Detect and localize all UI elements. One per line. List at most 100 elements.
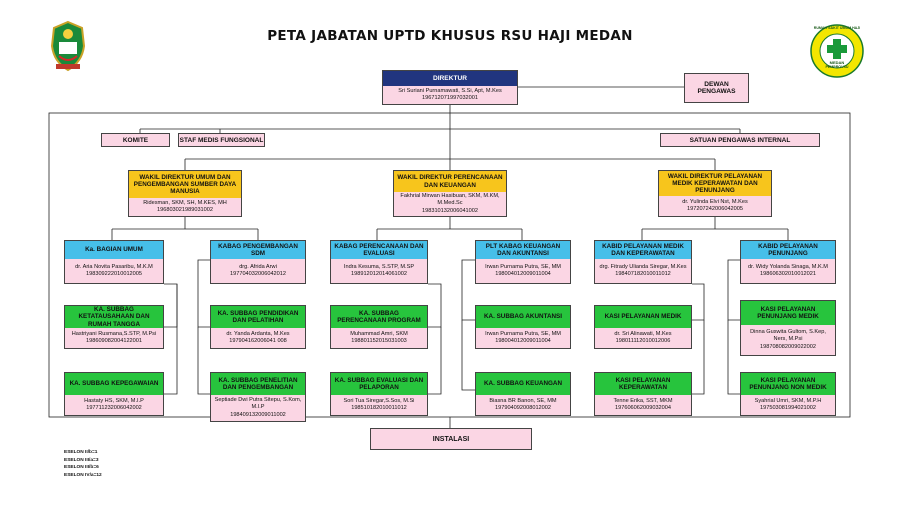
subbag-keuangan-nip: 197904092008012002	[495, 405, 551, 411]
subbag-evaluasi-title: KA. SUBBAG EVALUASI DAN PELAPORAN	[331, 373, 427, 395]
kabag-umum-title: Ka. BAGIAN UMUM	[65, 241, 163, 259]
direktur-nip: 196712071997032001	[422, 95, 478, 101]
wakil-pelayanan-title: WAKIL DIREKTUR PELAYANAN MEDIK KEPERAWAT…	[659, 171, 771, 196]
subbag-perencanaan-name: Muhammad Amri, SKM	[350, 330, 408, 337]
kasi-non-medik-box: KASI PELAYANAN PENUNJANG NON MEDIK Syahr…	[740, 372, 836, 416]
kabag-sdm-nip: 197704032006042012	[230, 271, 286, 277]
subbag-penelitian-details: Septiade Dwi Putra Sitepu, S.Kom, M.I.P …	[211, 395, 305, 421]
wakil-direktur-umum-box: WAKIL DIREKTUR UMUM DAN PENGEMBANGAN SUM…	[128, 170, 242, 217]
kasi-non-medik-nip: 197503081994021002	[760, 405, 816, 411]
kabid-medik-details: drg. Fitrady Ulianda Siregar, M.Kes 1984…	[595, 259, 691, 283]
dewan-pengawas-box: DEWAN PENGAWAS	[684, 73, 749, 103]
subbag-keuangan-box: KA. SUBBAG KEUANGAN Biasna BR Banon, SE,…	[475, 372, 571, 416]
kabag-sdm-name: drg. Afrida Arwi	[239, 263, 277, 270]
organization-frame	[48, 112, 851, 418]
kasi-medik-name: dr. Sri Alinawati, M.Kes	[614, 330, 672, 337]
subbag-perencanaan-box: KA. SUBBAG PERENCANAAN PROGRAM Muhammad …	[330, 305, 428, 349]
province-emblem-logo	[48, 20, 88, 72]
subbag-pendidikan-nip: 197904162006041 008	[229, 338, 287, 344]
direktur-details: Sri Suriani Purnamawati, S.Si, Apt, M.Ke…	[383, 86, 517, 104]
kabid-penunjang-title: KABID PELAYANAN PENUNJANG	[741, 241, 835, 259]
dewan-pengawas-title: DEWAN PENGAWAS	[697, 81, 736, 95]
subbag-perencanaan-title: KA. SUBBAG PERENCANAAN PROGRAM	[331, 306, 427, 328]
subbag-keuangan-details: Biasna BR Banon, SE, MM 1979040920080120…	[476, 395, 570, 415]
kasi-keperawatan-details: Tenne Erika, SST, MKM 197606062009032004	[595, 395, 691, 415]
kasi-medik-nip: 198011112010012006	[615, 338, 671, 344]
kabag-keuangan-details: Irwan Purnama Putra, SE, MM 198004012009…	[476, 259, 570, 283]
subbag-penelitian-nip: 198409132009011002	[230, 411, 286, 418]
satuan-pengawas-box: SATUAN PENGAWAS INTERNAL	[660, 133, 820, 147]
subbag-ketatausahaan-name: Hastriyani Rusmana,S.STP, M.Psi	[71, 330, 157, 337]
direktur-box: DIREKTUR Sri Suriani Purnamawati, S.Si, …	[382, 70, 518, 105]
kasi-pelayanan-medik-box: KASI PELAYANAN MEDIK dr. Sri Alinawati, …	[594, 305, 692, 349]
subbag-evaluasi-box: KA. SUBBAG EVALUASI DAN PELAPORAN Sori T…	[330, 372, 428, 416]
subbag-pendidikan-box: KA. SUBBAG PENDIDIKAN DAN PELATIHAN dr. …	[210, 305, 306, 349]
hospital-logo-subtitle: PEMPROVSU	[825, 65, 849, 69]
wakil-direktur-perencanaan-box: WAKIL DIREKTUR PERENCANAAN DAN KEUANGAN …	[393, 170, 507, 217]
subbag-kepegawaian-details: Hastaty HS, SKM, M.I.P 19771123200604200…	[65, 395, 163, 415]
kabag-sdm-details: drg. Afrida Arwi 197704032006042012	[211, 259, 305, 283]
kasi-medik-details: dr. Sri Alinawati, M.Kes 198011112010012…	[595, 328, 691, 348]
eselon-legend: ESELON II/b=1 ESELON III/a=3 ESELON III/…	[64, 449, 102, 479]
kasi-penunjang-medik-title: KASI PELAYANAN PENUNJANG MEDIK	[741, 301, 835, 325]
kabag-perencanaan-name: Indra Kesuma, S.STP, M.SP	[343, 263, 415, 270]
kabag-umum-name: dr. Aria Novita Pasaribu, M.K.M	[75, 263, 153, 270]
subbag-keuangan-title: KA. SUBBAG KEUANGAN	[476, 373, 570, 395]
instalasi-box: INSTALASI	[370, 428, 532, 450]
subbag-pendidikan-title: KA. SUBBAG PENDIDIKAN DAN PELATIHAN	[211, 306, 305, 328]
instalasi-label: INSTALASI	[432, 435, 470, 443]
wakil-umum-nip: 196803021989031002	[157, 207, 213, 213]
wakil-perencanaan-nip: 198310132006041002	[422, 207, 478, 214]
kasi-penunjang-medik-details: Dinna Guswita Gultom, S.Kep, Ners, M.Psi…	[741, 325, 835, 355]
kabag-perencanaan-box: KABAG PERENCANAAN DAN EVALUASI Indra Kes…	[330, 240, 428, 284]
kabid-medik-nip: 198407182010011012	[615, 271, 671, 277]
wakil-pelayanan-nip: 197207242006042005	[687, 206, 743, 212]
subbag-penelitian-title: KA. SUBBAG PENELITIAN DAN PENGEMBANGAN	[211, 373, 305, 395]
hospital-logo-top-text: RUMAH SAKIT UMUM HAJI	[813, 26, 861, 30]
subbag-pendidikan-details: dr. Yanda Ardanta, M.Kes 197904162006041…	[211, 328, 305, 348]
subbag-evaluasi-name: Sori Tua Siregar,S.Sos, M.Si	[343, 397, 415, 404]
subbag-ketatausahaan-details: Hastriyani Rusmana,S.STP, M.Psi 19860908…	[65, 328, 163, 348]
komite-box: KOMITE	[101, 133, 170, 147]
kasi-penunjang-medik-box: KASI PELAYANAN PENUNJANG MEDIK Dinna Gus…	[740, 300, 836, 356]
kabag-sdm-box: KABAG PENGEMBANGAN SDM drg. Afrida Arwi …	[210, 240, 306, 284]
kabid-medik-title: KABID PELAYANAN MEDIK DAN KEPERAWATAN	[595, 241, 691, 259]
wakil-perencanaan-details: Fakhrial Mirwan Hasibuan, SKM, M.KM, M.M…	[394, 192, 506, 216]
subbag-penelitian-name: Septiade Dwi Putra Sitepu, S.Kom, M.I.P	[214, 397, 302, 411]
direktur-name: Sri Suriani Purnamawati, S.Si, Apt, M.Ke…	[398, 87, 502, 94]
kasi-keperawatan-box: KASI PELAYANAN KEPERAWATAN Tenne Erika, …	[594, 372, 692, 416]
kabid-penunjang-nip: 198606302010012021	[760, 271, 816, 277]
staf-medis-label: STAF MEDIS FUNGSIONAL	[179, 136, 264, 144]
subbag-keuangan-name: Biasna BR Banon, SE, MM	[489, 397, 557, 404]
wakil-umum-title: WAKIL DIREKTUR UMUM DAN PENGEMBANGAN SUM…	[129, 171, 241, 198]
subbag-ketatausahaan-title: KA. SUBBAG KETATAUSAHAAN DAN RUMAH TANGG…	[65, 306, 163, 328]
subbag-kepegawaian-box: KA. SUBBAG KEPEGAWAIAN Hastaty HS, SKM, …	[64, 372, 164, 416]
kabid-pelayanan-medik-box: KABID PELAYANAN MEDIK DAN KEPERAWATAN dr…	[594, 240, 692, 284]
staf-medis-box: STAF MEDIS FUNGSIONAL	[178, 133, 265, 147]
subbag-akuntansi-title: KA. SUBBAG AKUNTANSI	[476, 306, 570, 328]
kabag-keuangan-title: PLT KABAG KEUANGAN DAN AKUNTANSI	[476, 241, 570, 259]
wakil-pelayanan-name: dr. Yulinda Elvi Nst, M.Kes	[682, 198, 748, 205]
kabid-penunjang-box: KABID PELAYANAN PENUNJANG dr. Widy Yolan…	[740, 240, 836, 284]
kabag-umum-details: dr. Aria Novita Pasaribu, M.K.M 19830922…	[65, 259, 163, 283]
hospital-logo: RUMAH SAKIT UMUM HAJI MEDAN PEMPROVSU	[810, 24, 864, 78]
kabag-umum-box: Ka. BAGIAN UMUM dr. Aria Novita Pasaribu…	[64, 240, 164, 284]
wakil-umum-name: Ridesman, SKM, SH, M.KES, MH	[143, 199, 227, 206]
kabag-keuangan-name: Irwan Purnama Putra, SE, MM	[485, 263, 561, 270]
kasi-penunjang-medik-name: Dinna Guswita Gultom, S.Kep, Ners, M.Psi	[750, 329, 826, 343]
wakil-umum-details: Ridesman, SKM, SH, M.KES, MH 19680302198…	[129, 198, 241, 216]
kabag-keuangan-box: PLT KABAG KEUANGAN DAN AKUNTANSI Irwan P…	[475, 240, 571, 284]
subbag-perencanaan-nip: 198801152015031003	[351, 338, 407, 344]
hospital-logo-city: MEDAN	[829, 60, 845, 65]
kasi-non-medik-title: KASI PELAYANAN PENUNJANG NON MEDIK	[741, 373, 835, 395]
kasi-keperawatan-name: Tenne Erika, SST, MKM	[613, 397, 673, 404]
subbag-akuntansi-box: KA. SUBBAG AKUNTANSI Irwan Purnama Putra…	[475, 305, 571, 349]
subbag-evaluasi-nip: 198510182010011012	[351, 405, 407, 411]
legend-item: ESELON III/b=6	[64, 465, 99, 470]
subbag-penelitian-box: KA. SUBBAG PENELITIAN DAN PENGEMBANGAN S…	[210, 372, 306, 422]
komite-label: KOMITE	[122, 136, 149, 144]
page-title: PETA JABATAN UPTD KHUSUS RSU HAJI MEDAN	[267, 28, 633, 44]
satuan-pengawas-label: SATUAN PENGAWAS INTERNAL	[689, 136, 791, 144]
subbag-perencanaan-details: Muhammad Amri, SKM 198801152015031003	[331, 328, 427, 348]
